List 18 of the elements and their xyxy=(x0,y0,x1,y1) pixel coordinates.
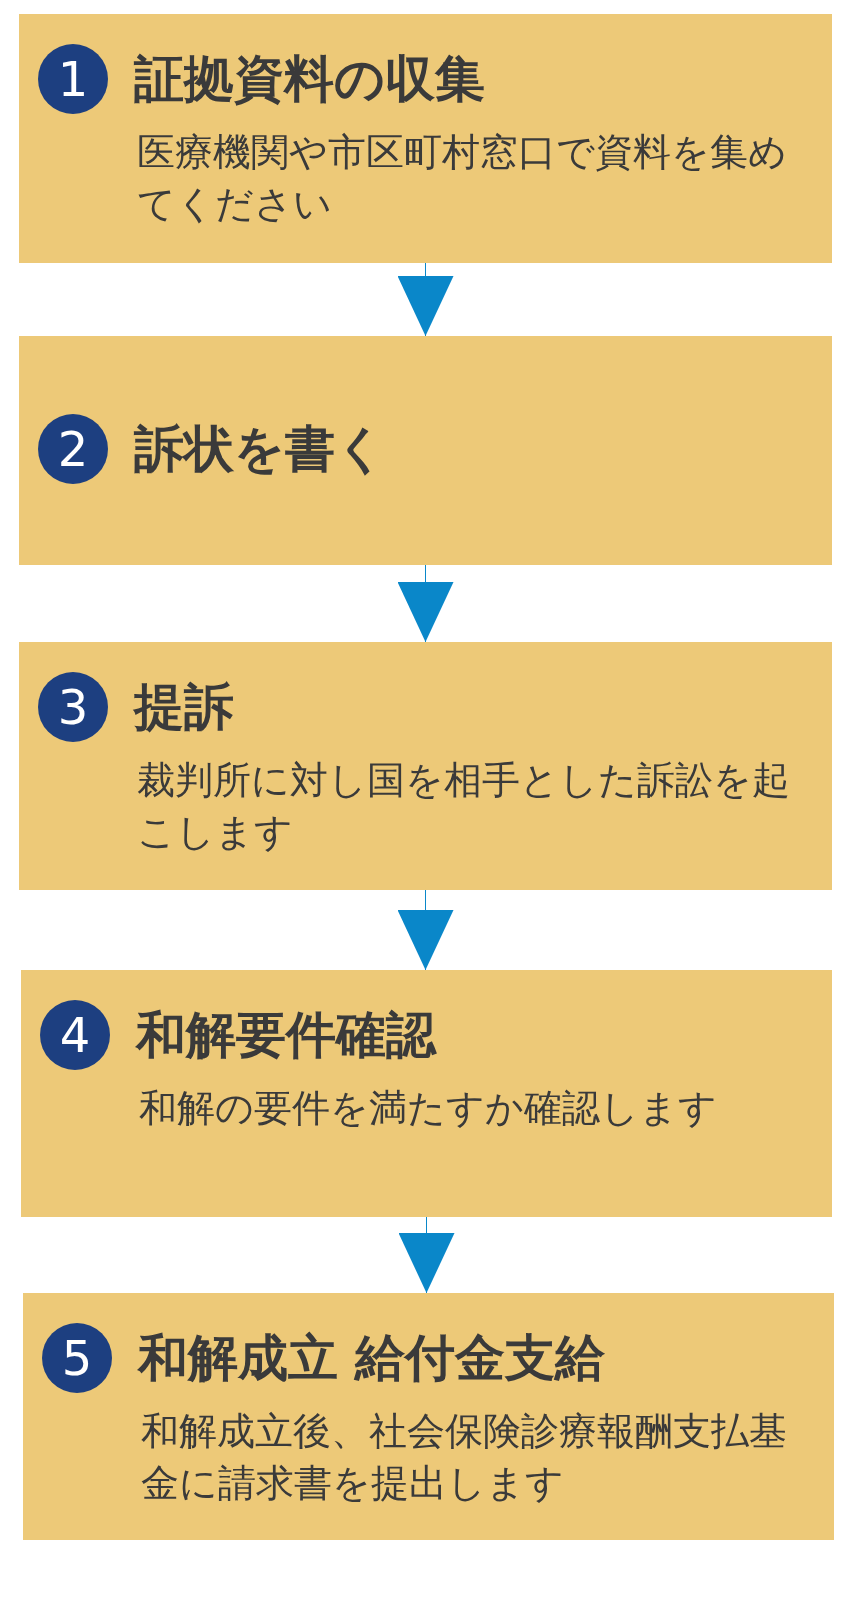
step-title: 和解要件確認 xyxy=(136,1004,436,1066)
step-title: 和解成立 給付金支給 xyxy=(138,1327,606,1389)
step-box xyxy=(21,970,832,1217)
step-box xyxy=(23,1293,834,1540)
step-description: 和解成立後、社会保険診療報酬支払基金に請求書を提出します xyxy=(141,1408,788,1507)
step-box xyxy=(19,336,832,565)
step-description: 裁判所に対し国を相手とした訴訟を起こします xyxy=(137,757,791,856)
arrow xyxy=(397,262,454,337)
step-title: 訴状を書く xyxy=(134,418,386,480)
arrow xyxy=(397,564,454,643)
step-box xyxy=(19,642,832,890)
arrow xyxy=(397,889,454,971)
step-description: 医療機関や市区町村窓口で資料を集めてください xyxy=(137,129,788,228)
step-box xyxy=(19,14,832,263)
step-title: 提訴 xyxy=(134,676,234,738)
arrow xyxy=(398,1216,455,1294)
step-description: 和解の要件を満たすか確認します xyxy=(139,1085,718,1132)
step-title: 証拠資料の収集 xyxy=(134,48,485,110)
